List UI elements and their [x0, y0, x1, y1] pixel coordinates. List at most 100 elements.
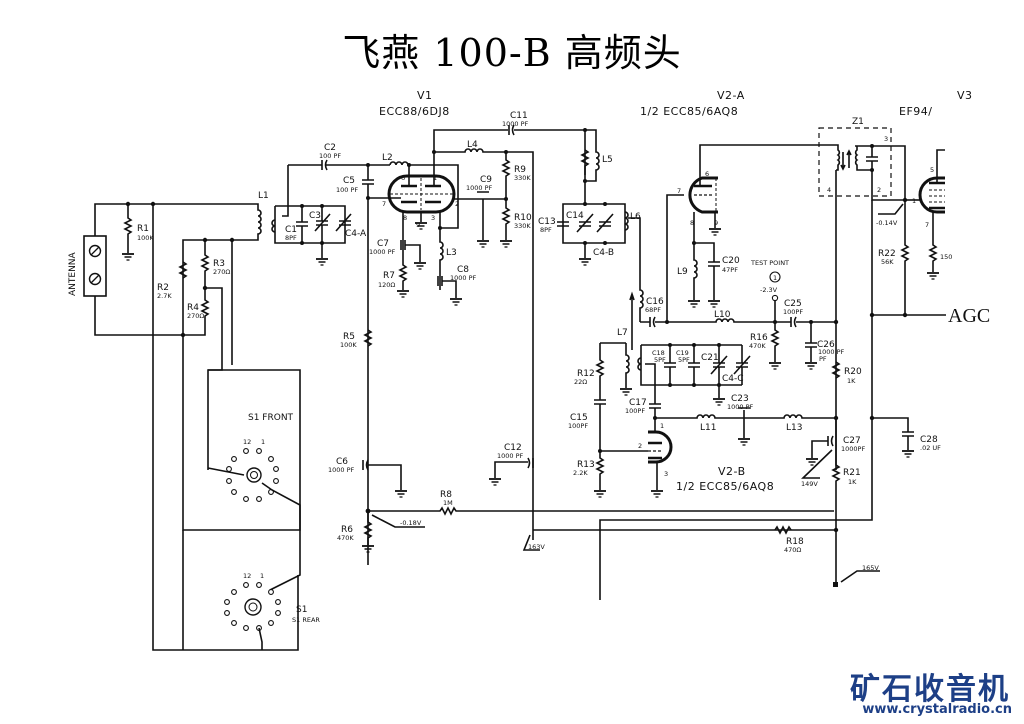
v2b-type: 1/2 ECC85/6AQ8 — [676, 480, 774, 493]
svg-text:8: 8 — [403, 214, 407, 222]
svg-text:12: 12 — [243, 572, 251, 580]
svg-text:12: 12 — [243, 438, 251, 446]
svg-text:5: 5 — [930, 166, 934, 174]
v2a-name: V2-A — [717, 89, 745, 102]
r6-value: 470K — [337, 534, 354, 542]
c20-value: 47PF — [722, 266, 738, 274]
c13-value: 8PF — [540, 226, 552, 234]
c15-value: 100PF — [568, 422, 588, 430]
r1-ref: R1 — [137, 224, 149, 234]
v2b-name: V2-B — [718, 465, 746, 478]
voltage-v3: 149V — [801, 480, 818, 488]
r3-ref: R3 — [213, 259, 225, 269]
r1-value: 100K — [137, 234, 154, 242]
r5-ref: R5 — [343, 332, 355, 342]
r13-ref: R13 — [577, 460, 595, 470]
svg-text:9: 9 — [416, 221, 420, 229]
svg-text:1: 1 — [660, 422, 664, 430]
r10-value: 330K — [514, 222, 531, 230]
svg-text:6: 6 — [705, 170, 709, 178]
voltage-v1: -0.18V — [400, 519, 422, 527]
r16-ref: R16 — [750, 333, 768, 343]
svg-text:8: 8 — [690, 219, 694, 227]
c5-ref: C5 — [343, 176, 355, 186]
r23-value: 150 — [940, 253, 952, 261]
r21-value: 1K — [848, 478, 857, 486]
l3-ref: L3 — [446, 248, 457, 258]
c13-ref: C13 — [538, 217, 556, 227]
c15-ref: C15 — [570, 413, 588, 423]
r22-value: 56K — [881, 258, 894, 266]
c9-ref: C9 — [480, 175, 492, 185]
r8-value: 1M — [443, 499, 453, 507]
c25-ref: C25 — [784, 299, 802, 309]
r2-ref: R2 — [157, 283, 169, 293]
v2a-type: 1/2 ECC85/6AQ8 — [640, 105, 738, 118]
c11-value: 1000 PF — [502, 120, 529, 128]
r9-ref: R9 — [514, 165, 526, 175]
r10-ref: R10 — [514, 213, 532, 223]
test-point-number: 1 — [773, 274, 777, 282]
tube-v3: 5 1 7 — [912, 166, 945, 229]
svg-text:PF: PF — [819, 355, 827, 363]
v3-type: EF94/ — [899, 105, 932, 118]
switch-s1-front: S1 FRONT 12 1 — [207, 413, 301, 530]
switch-s1-rear: 12 1 S1 S1 REAR — [224, 530, 320, 650]
r21-ref: R21 — [843, 468, 861, 478]
l10-ref: L10 — [714, 310, 731, 320]
r6-ref: R6 — [341, 525, 353, 535]
c21-ref: C21 — [701, 353, 719, 363]
r13-value: 2.2K — [573, 469, 588, 477]
svg-text:1: 1 — [912, 197, 916, 205]
svg-text:2: 2 — [638, 442, 642, 450]
r4-value: 270Ω — [187, 312, 204, 320]
s1-rear-label: S1 REAR — [292, 616, 320, 624]
r20-ref: R20 — [844, 367, 862, 377]
svg-text:1: 1 — [260, 572, 264, 580]
voltage-v2: 163V — [528, 543, 545, 551]
c5-value: 100 PF — [336, 186, 358, 194]
svg-text:9: 9 — [714, 219, 718, 227]
c3-ref: C3 — [309, 211, 321, 221]
v1-name: V1 — [417, 89, 433, 102]
v1-type: ECC88/6DJ8 — [379, 105, 450, 118]
l1-ref: L1 — [258, 191, 269, 201]
c4a-ref: C4-A — [345, 229, 367, 239]
antenna-label: ANTENNA — [68, 251, 78, 296]
svg-text:4: 4 — [827, 186, 831, 194]
c18-ref: C18 — [652, 349, 665, 357]
voltage-v4: 165V — [862, 564, 879, 572]
c26-ref: C26 — [817, 340, 835, 350]
tube-v2b: 1 2 3 — [638, 422, 673, 478]
l6-ref: L6 — [630, 212, 641, 222]
c6-ref: C6 — [336, 457, 348, 467]
z1-ref: Z1 — [852, 117, 864, 127]
l2-ref: L2 — [382, 153, 393, 163]
l5-ref: L5 — [602, 155, 613, 165]
r12-value: 22Ω — [574, 378, 587, 386]
agc-label: AGC — [948, 305, 990, 327]
r18-ref: R18 — [786, 537, 804, 547]
c19-value: 5PF — [678, 356, 690, 364]
c2-ref: C2 — [324, 143, 336, 153]
c19-ref: C19 — [676, 349, 689, 357]
r22-ref: R22 — [878, 249, 896, 259]
c23-value: 1000 PF — [727, 403, 754, 411]
c4b-ref: C4-B — [593, 248, 614, 258]
r3-value: 270Ω — [213, 268, 230, 276]
svg-text:6: 6 — [401, 174, 405, 182]
c1-ref: C1 — [285, 225, 297, 235]
c7-value: 1000 PF — [369, 248, 396, 256]
watermark-logo: 矿石收音机 — [850, 672, 1010, 707]
svg-text:1: 1 — [261, 438, 265, 446]
transformer-z1: Z1 3 4 2 — [818, 117, 892, 197]
test-point-voltage: -2.3V — [760, 286, 778, 294]
c27-value: 1000PF — [841, 445, 865, 453]
svg-text:7: 7 — [382, 200, 386, 208]
c23-ref: C23 — [731, 394, 749, 404]
tube-v1: 6 1 7 2 8 9 3 — [382, 174, 459, 229]
c16-ref: C16 — [646, 297, 664, 307]
v3-name: V3 — [957, 89, 973, 102]
l4-ref: L4 — [467, 140, 478, 150]
